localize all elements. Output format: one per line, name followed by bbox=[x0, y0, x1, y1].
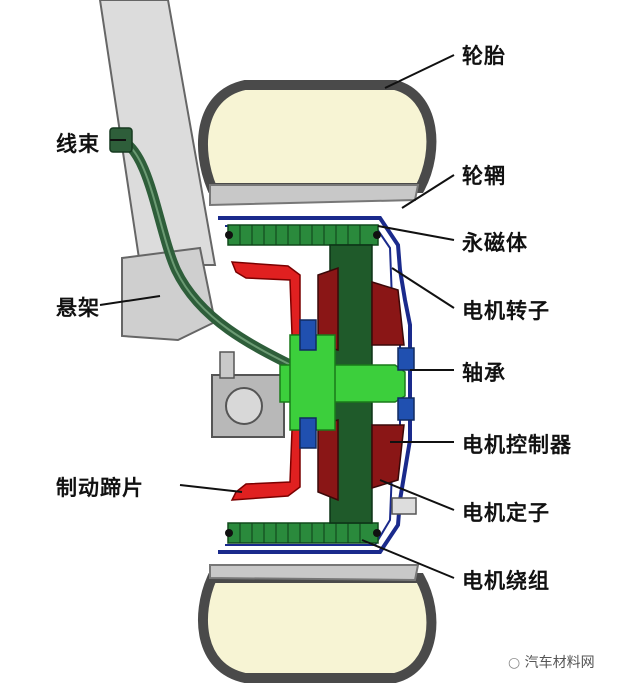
leader-winding bbox=[361, 539, 455, 579]
harness-strand bbox=[119, 139, 306, 373]
watermark: ○ 汽车材料网 bbox=[508, 652, 595, 672]
suspension-bracket bbox=[121, 246, 217, 342]
label-rim: 轮辋 bbox=[462, 164, 506, 188]
label-bearing: 轴承 bbox=[462, 361, 506, 385]
winding-end-top-right bbox=[373, 231, 381, 239]
label-brake-shoe: 制动蹄片 bbox=[56, 476, 144, 500]
axle-mount-bolt bbox=[225, 387, 263, 425]
label-motor-winding: 电机绕组 bbox=[462, 569, 550, 593]
label-tire: 轮胎 bbox=[462, 44, 506, 68]
winding-end-bottom-left bbox=[225, 529, 233, 537]
leader-magnet bbox=[377, 225, 455, 241]
wechat-icon: ○ bbox=[508, 655, 521, 671]
stator-core-bottom-left bbox=[317, 419, 339, 502]
winding-bottom bbox=[227, 522, 379, 544]
axle-mount bbox=[211, 374, 285, 438]
axle-stud bbox=[219, 351, 235, 379]
stator-core-bottom-right bbox=[371, 424, 405, 490]
tire-bottom bbox=[198, 573, 437, 683]
rim-top bbox=[209, 184, 420, 207]
bearing-bottom-left bbox=[299, 417, 317, 449]
leader-brake-shoe bbox=[179, 484, 243, 493]
stator-core-top-left bbox=[317, 266, 339, 351]
tire-top bbox=[198, 80, 437, 193]
label-motor-rotor: 电机转子 bbox=[462, 299, 550, 323]
label-motor-controller: 电机控制器 bbox=[462, 433, 572, 457]
label-harness: 线束 bbox=[56, 132, 100, 156]
winding-end-bottom-right bbox=[373, 529, 381, 537]
bearing-bottom-right bbox=[397, 397, 415, 421]
leader-suspension bbox=[99, 295, 161, 306]
shaft-collar bbox=[289, 334, 336, 431]
leader-tire bbox=[384, 54, 455, 89]
bearing-top-left bbox=[299, 319, 317, 351]
winding-top bbox=[227, 224, 379, 246]
bearing-top-right bbox=[397, 347, 415, 371]
label-motor-stator: 电机定子 bbox=[462, 501, 550, 525]
rim-bottom bbox=[209, 564, 420, 582]
suspension-arm bbox=[98, 0, 217, 266]
leader-rim bbox=[401, 174, 455, 209]
label-permanent-magnet: 永磁体 bbox=[462, 231, 528, 255]
leader-rotor bbox=[391, 267, 455, 309]
leader-stator bbox=[379, 479, 455, 511]
label-suspension: 悬架 bbox=[56, 296, 100, 320]
winding-end-top-left bbox=[225, 231, 233, 239]
stator-core-top-right bbox=[371, 280, 405, 346]
watermark-text: 汽车材料网 bbox=[524, 655, 595, 671]
stator-bolt bbox=[391, 497, 417, 515]
